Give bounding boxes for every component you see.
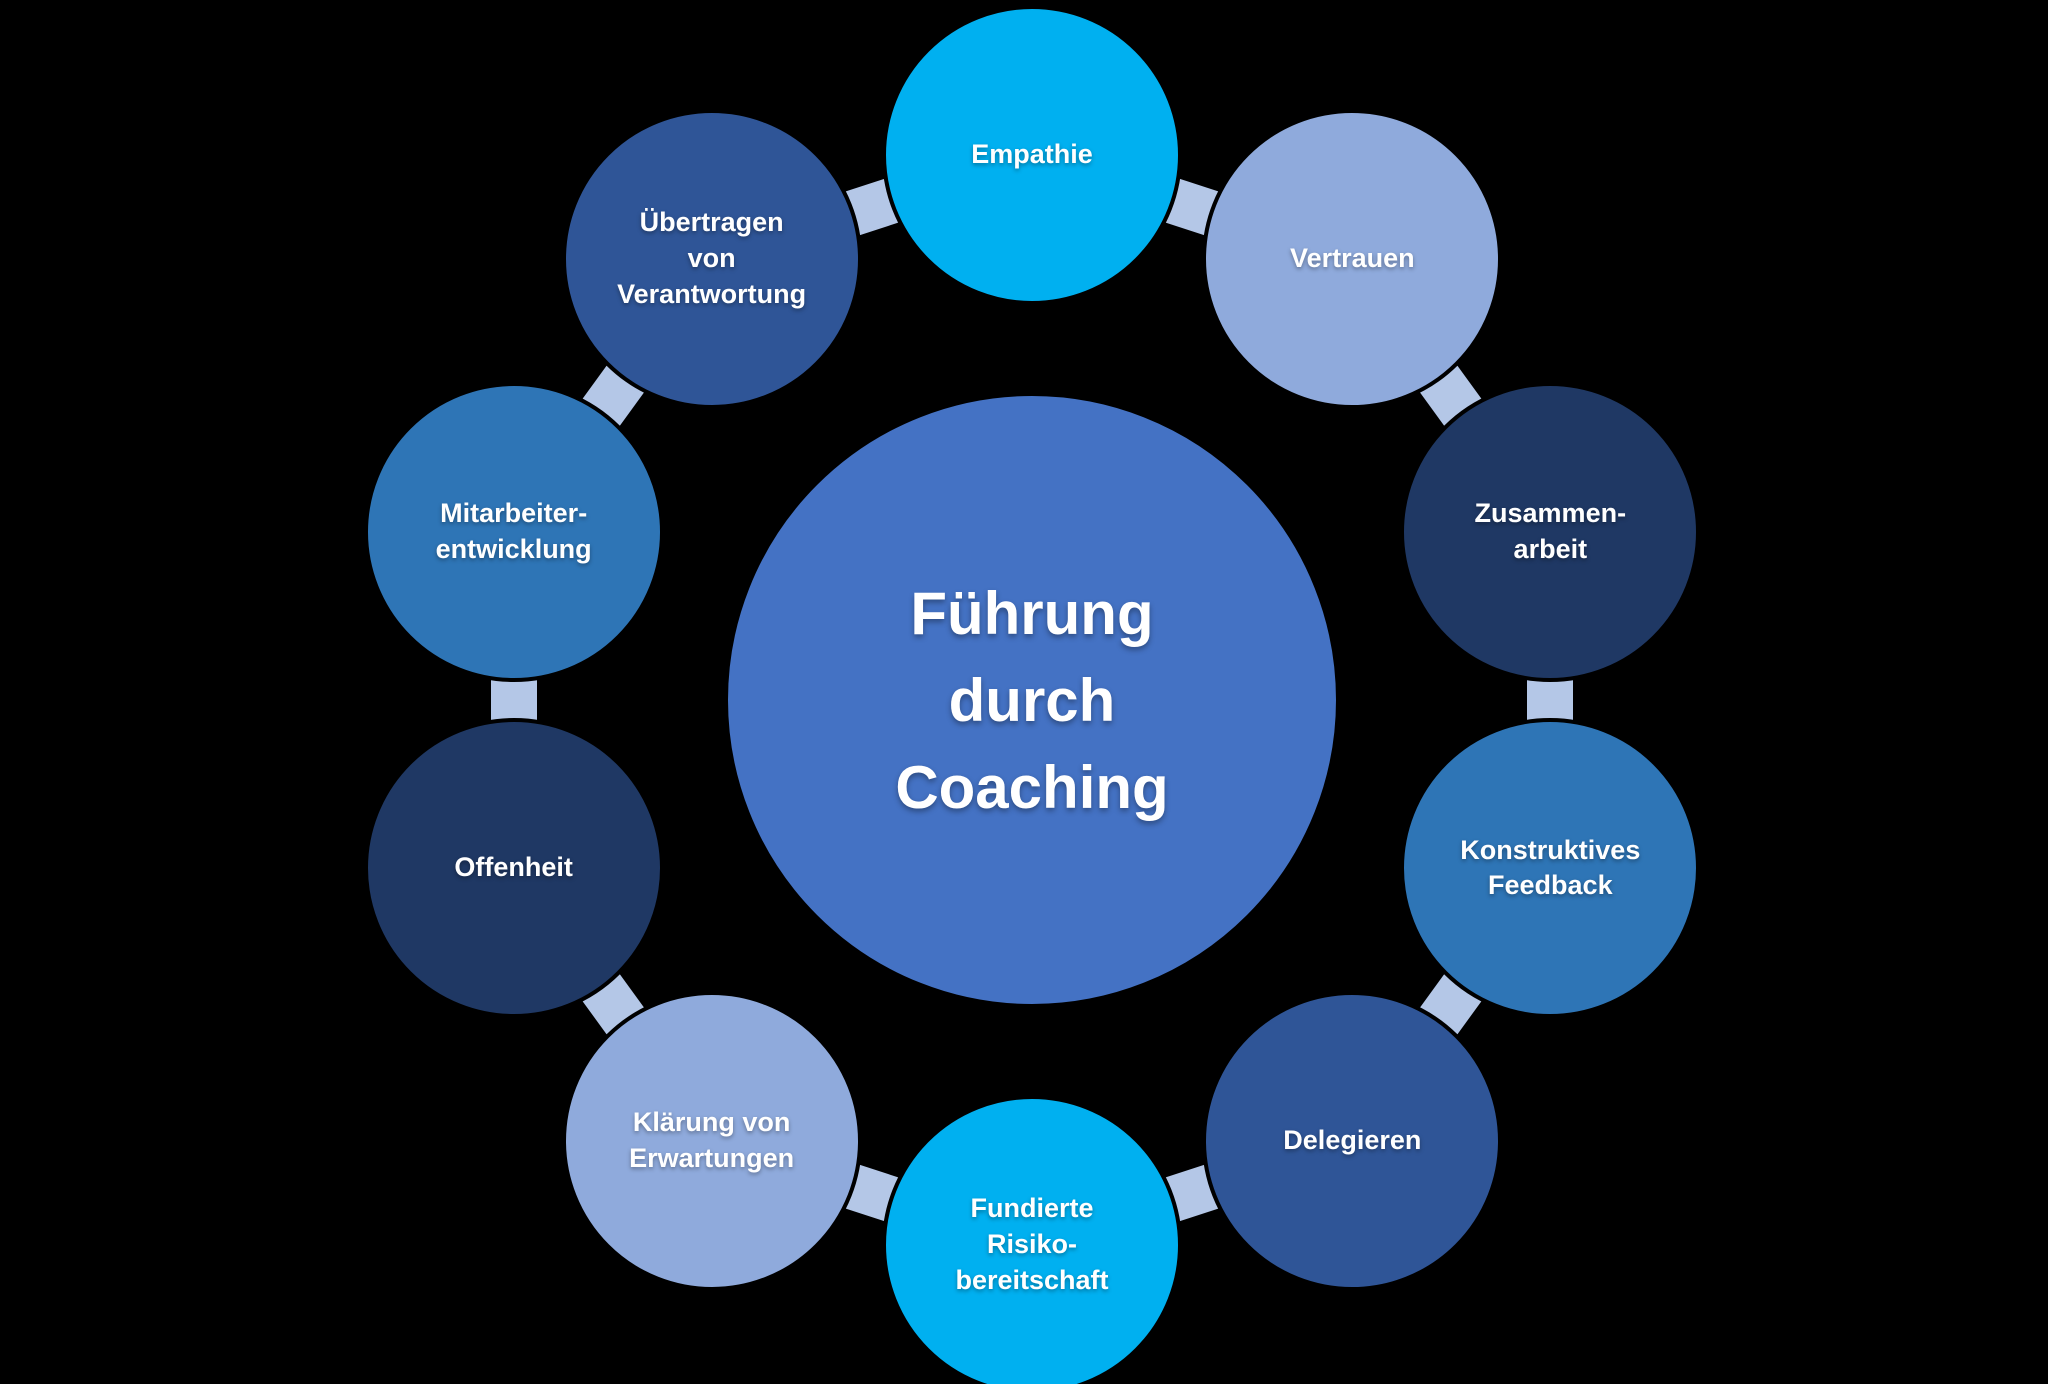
circle-label-line: arbeit — [1513, 533, 1588, 564]
circle-label-line: Zusammen- — [1474, 497, 1627, 528]
center-label-line: Coaching — [895, 753, 1169, 821]
circle-label-line: Übertragen — [639, 207, 784, 238]
circle-label-line: Delegieren — [1283, 1124, 1422, 1155]
center-circle-fuehrung-durch-coaching: Führung durch Coaching — [724, 392, 1340, 1008]
circle-zusammenarbeit: Zusammen-arbeit — [1400, 381, 1701, 682]
circle-mitarbeiterentwicklung: Mitarbeiter-entwicklung — [363, 381, 664, 682]
circle-label-line: Offenheit — [454, 852, 573, 883]
circle-label-line: Erwartungen — [629, 1142, 795, 1173]
circle-offenheit: Offenheit — [363, 718, 664, 1019]
circle-empathie: Empathie — [882, 5, 1182, 305]
circle-label-line: Fundierte — [970, 1193, 1094, 1224]
circle-label-line: bereitschaft — [955, 1264, 1109, 1295]
center-label-line: Führung — [910, 579, 1154, 647]
circle-delegieren: Delegieren — [1202, 990, 1503, 1291]
center-label-line: durch — [948, 666, 1116, 734]
circle-label-line: Feedback — [1488, 870, 1613, 901]
circle-label-line: Empathie — [971, 139, 1093, 170]
circle-label-line: Verantwortung — [617, 279, 807, 310]
circle-label-line: Mitarbeiter- — [440, 497, 588, 528]
circle-label-line: Vertrauen — [1290, 243, 1415, 274]
circle-label-line: Klärung von — [632, 1107, 791, 1137]
circle-vertrauen: Vertrauen — [1202, 109, 1503, 410]
circle-label-line: Konstruktives — [1460, 834, 1641, 865]
circle-label-line: Risiko- — [986, 1229, 1078, 1260]
circle-label-line: von — [687, 243, 736, 274]
circle-label-line: entwicklung — [435, 533, 592, 564]
